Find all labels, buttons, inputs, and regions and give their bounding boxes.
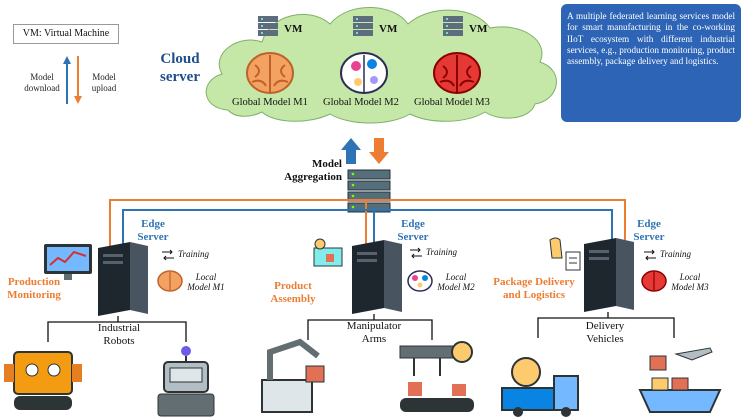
- domain-label-package-delivery: Package Delivery and Logistics: [484, 276, 584, 302]
- device-label-1: Industrial Robots: [84, 322, 154, 348]
- local-model-label-2: Local Model M2: [432, 272, 480, 292]
- edge-server-icon-1: [98, 242, 148, 316]
- edge-server-label-2: Edge Server: [388, 218, 438, 244]
- training-label-2: Training: [426, 247, 458, 257]
- domain-label-line1: Production: [7, 276, 61, 288]
- device-label-line1: Delivery: [585, 320, 625, 332]
- local-brain-icon-m1: [157, 270, 183, 292]
- local-label-line1: Local: [445, 272, 467, 282]
- industrial-robot-icon-1: [4, 351, 82, 410]
- industrial-robot-icon-2: [157, 346, 215, 417]
- legend-download-arrow: [63, 56, 71, 104]
- local-model-label-3: Local Model M3: [666, 272, 714, 292]
- aggregation-download-arrow: [341, 138, 361, 164]
- device-label-line1: Manipulator: [346, 320, 402, 332]
- vm-label-2: VM: [379, 23, 398, 35]
- upload-links: [109, 199, 626, 250]
- device-tree-lines: [47, 312, 675, 342]
- local-label-line1: Local: [679, 272, 701, 282]
- training-loop-icon-3: [644, 249, 656, 261]
- domain-label-line2: Monitoring: [7, 289, 61, 301]
- global-model-m1-label: Global Model M1: [232, 97, 308, 108]
- legend-download-label: Model download: [24, 72, 60, 93]
- domain-label-line2: Assembly: [270, 293, 316, 305]
- local-label-line1: Local: [195, 272, 217, 282]
- domain-label-line1: Product: [274, 280, 312, 292]
- edge-server-icon-3: [584, 238, 634, 312]
- legend-upload-arrow: [74, 56, 82, 104]
- aggregation-line2: Aggregation: [284, 171, 342, 183]
- local-brain-icon-m3: [641, 270, 667, 292]
- local-brain-icon-m2: [407, 270, 433, 292]
- local-model-label-1: Local Model M1: [182, 272, 230, 292]
- cloud-title-line1: Cloud: [160, 51, 200, 67]
- delivery-truck-icon: [501, 357, 579, 417]
- local-label-line2: Model M1: [187, 282, 225, 292]
- edge-label-line2: Server: [397, 231, 429, 243]
- vm-server-icon-2: [353, 16, 373, 36]
- domain-label-line1: Package Delivery: [493, 276, 575, 288]
- delivery-hand-icon: [549, 237, 581, 271]
- global-model-m2-label: Global Model M2: [323, 97, 399, 108]
- manipulator-arm-icon-2: [399, 341, 474, 412]
- edge-label-line2: Server: [137, 231, 169, 243]
- device-label-line1: Industrial: [97, 322, 141, 334]
- device-label-3: Delivery Vehicles: [570, 320, 640, 346]
- edge-label-line1: Edge: [401, 218, 425, 230]
- legend-vm: VM: Virtual Machine: [13, 24, 119, 44]
- device-label-line2: Arms: [361, 333, 387, 345]
- manipulator-arm-icon-1: [261, 338, 325, 413]
- edge-label-line1: Edge: [637, 218, 661, 230]
- domain-label-production-monitoring: Production Monitoring: [0, 276, 68, 302]
- legend-upload-label: Model upload: [91, 72, 117, 93]
- domain-label-product-assembly: Product Assembly: [262, 280, 324, 306]
- vm-server-icon-1: [258, 16, 278, 36]
- download-links: [122, 209, 613, 250]
- delivery-ship-plane-icon: [638, 347, 722, 413]
- aggregation-server-icon: [347, 169, 391, 213]
- training-label-1: Training: [178, 249, 210, 259]
- vm-server-icon-3: [443, 16, 463, 36]
- model-aggregation-label: Model Aggregation: [262, 158, 342, 184]
- edge-label-line1: Edge: [141, 218, 165, 230]
- brain-icon-m2: [340, 52, 388, 94]
- device-label-line2: Vehicles: [586, 333, 624, 345]
- domain-label-line2: and Logistics: [502, 289, 566, 301]
- monitoring-dashboard-icon: [44, 244, 92, 280]
- edge-server-label-3: Edge Server: [624, 218, 674, 244]
- edge-label-line2: Server: [633, 231, 665, 243]
- aggregation-upload-arrow: [369, 138, 389, 164]
- description-note: A multiple federated learning services m…: [561, 4, 741, 122]
- training-loop-icon-2: [410, 247, 422, 259]
- assembly-lab-icon: [313, 238, 343, 267]
- cloud-title-line2: server: [160, 69, 200, 85]
- training-label-3: Training: [660, 249, 692, 259]
- local-label-line2: Model M3: [671, 282, 709, 292]
- edge-server-label-1: Edge Server: [128, 218, 178, 244]
- global-model-m3-label: Global Model M3: [414, 97, 490, 108]
- aggregation-line1: Model: [312, 158, 342, 170]
- vm-label-1: VM: [284, 23, 303, 35]
- local-label-line2: Model M2: [437, 282, 475, 292]
- device-label-line2: Robots: [103, 335, 135, 347]
- cloud-server-title: Cloud server: [150, 50, 210, 86]
- brain-icon-m1: [246, 52, 294, 94]
- brain-icon-m3: [433, 52, 481, 94]
- vm-label-3: VM: [469, 23, 488, 35]
- device-label-2: Manipulator Arms: [334, 320, 414, 346]
- edge-server-icon-2: [352, 240, 402, 314]
- training-loop-icon-1: [162, 249, 174, 261]
